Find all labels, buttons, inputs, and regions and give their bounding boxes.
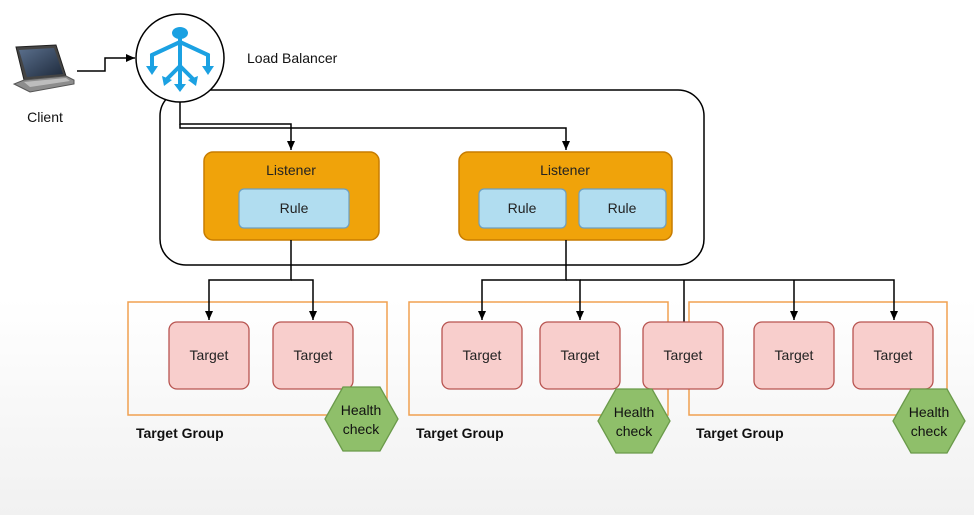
load-balancer-label: Load Balancer <box>247 50 338 66</box>
target-group-2-target-2[interactable]: Target <box>539 321 621 390</box>
shared-target[interactable]: Target <box>642 321 724 390</box>
target-group-3-target-1[interactable]: Target <box>753 321 835 390</box>
target-group-1-label: Target Group <box>136 425 224 441</box>
listener-1-label: Listener <box>266 162 316 178</box>
connector-lines <box>205 240 898 322</box>
target-label: Target <box>294 347 333 363</box>
target-group-1-target-1[interactable]: Target <box>168 321 250 390</box>
health-check-label-line-1: Health <box>909 404 949 420</box>
load-balancer-icon[interactable] <box>135 13 225 103</box>
rule-label: Rule <box>608 200 637 216</box>
target-group-3-health-check[interactable]: Health check <box>892 388 966 454</box>
rule-label: Rule <box>508 200 537 216</box>
target-label: Target <box>664 347 703 363</box>
target-label: Target <box>463 347 502 363</box>
listener-1[interactable]: Listener Rule <box>203 151 380 241</box>
health-check-label-line-2: check <box>911 423 949 439</box>
health-check-label-line-1: Health <box>341 402 381 418</box>
health-check-label-line-1: Health <box>614 404 654 420</box>
target-label: Target <box>775 347 814 363</box>
target-group-1-target-2[interactable]: Target <box>272 321 354 390</box>
target-group-2-target-1[interactable]: Target <box>441 321 523 390</box>
target-group-3-label: Target Group <box>696 425 784 441</box>
lb-to-listener-2-arrow <box>179 124 570 150</box>
target-label: Target <box>190 347 229 363</box>
target-label: Target <box>561 347 600 363</box>
target-label: Target <box>874 347 913 363</box>
rule-label: Rule <box>280 200 309 216</box>
client-label: Client <box>27 109 63 125</box>
health-check-label-line-2: check <box>616 423 654 439</box>
target-group-2-health-check[interactable]: Health check <box>597 388 671 454</box>
listener-1-rule-1[interactable]: Rule <box>238 188 350 229</box>
listener-2[interactable]: Listener Rule Rule <box>458 151 673 241</box>
listener-2-rule-1[interactable]: Rule <box>478 188 567 229</box>
target-group-1-box <box>127 301 388 416</box>
target-group-1-health-check[interactable]: Health check <box>324 386 399 452</box>
client-to-lb-arrow <box>77 54 135 72</box>
health-check-label-line-2: check <box>343 421 381 437</box>
target-group-3-target-2[interactable]: Target <box>852 321 934 390</box>
target-group-2-label: Target Group <box>416 425 504 441</box>
laptop-icon <box>12 44 75 93</box>
listener-2-rule-2[interactable]: Rule <box>578 188 667 229</box>
listener-2-label: Listener <box>540 162 590 178</box>
